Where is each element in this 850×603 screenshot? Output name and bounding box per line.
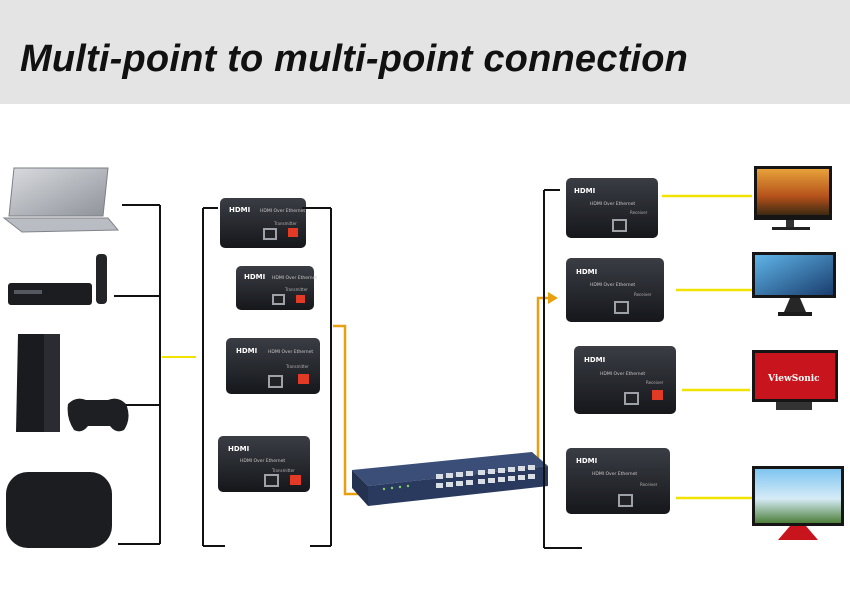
hdmi-logo: HDMI [228,445,249,453]
game-console-icon [16,334,129,432]
transmitter-box-2: HDMI HDMI Over Ethernet Transmitter [236,266,317,310]
viewsonic-logo: ViewSonic [767,374,820,384]
network-cable-out [510,296,548,466]
hdmi-logo: HDMI [574,187,595,195]
transmitter-box-4: HDMI HDMI Over Ethernet Transmitter [218,436,310,492]
role-label: Receiver [646,380,664,385]
extender-name: HDMI Over Ethernet [268,349,313,355]
receiver-box-2: HDMI HDMI Over Ethernet Receiver [566,258,664,322]
role-label: Transmitter [284,287,308,292]
monitor-icon [752,466,844,540]
role-label: Receiver [630,210,648,215]
extender-name: HDMI Over Ethernet [590,282,635,288]
receiver-box-3: HDMI HDMI Over Ethernet Receiver [574,346,676,414]
hdmi-logo: HDMI [576,457,597,465]
role-label: Transmitter [271,468,295,473]
source-bracket [114,204,161,545]
transmitter-box-1: HDMI HDMI Over Ethernet Transmitter [220,198,306,248]
transmitter-box-3: HDMI HDMI Over Ethernet Transmitter [226,338,320,394]
role-label: Receiver [640,482,658,487]
role-label: Receiver [634,292,652,297]
extender-name: HDMI Over Ethernet [590,201,635,207]
extender-name: HDMI Over Ethernet [592,471,637,477]
page-title: Multi-point to multi-point connection [20,38,689,80]
network-cable-in [333,324,368,496]
hdmi-logo: HDMI [236,347,257,355]
hdmi-logo: HDMI [244,273,265,281]
receiver-box-1: HDMI HDMI Over Ethernet Receiver [566,178,658,238]
monitor-icon: ViewSonic [752,350,838,410]
media-box-icon [6,472,112,548]
cable-arrow [548,292,558,304]
role-label: Transmitter [273,221,297,226]
extender-name: HDMI Over Ethernet [240,458,285,464]
hdmi-logo: HDMI [576,268,597,276]
network-switch-icon [352,452,548,506]
receiver-bracket [543,189,582,549]
receiver-box-4: HDMI HDMI Over Ethernet Receiver [566,448,670,514]
extender-name: HDMI Over Ethernet [272,275,317,281]
role-label: Transmitter [285,364,309,369]
hdmi-logo: HDMI [584,356,605,364]
extender-name: HDMI Over Ethernet [260,208,305,214]
extender-name: HDMI Over Ethernet [600,371,645,377]
monitor-icon [752,252,836,316]
monitor-icon [754,166,832,230]
dvd-player-icon [8,254,107,305]
display-links [662,194,752,500]
transmitter-bracket-left [202,207,225,547]
laptop-icon [2,167,120,233]
transmitter-bracket-right [302,207,332,547]
hdmi-logo: HDMI [229,206,250,214]
title-banner: Multi-point to multi-point connection [0,0,850,104]
